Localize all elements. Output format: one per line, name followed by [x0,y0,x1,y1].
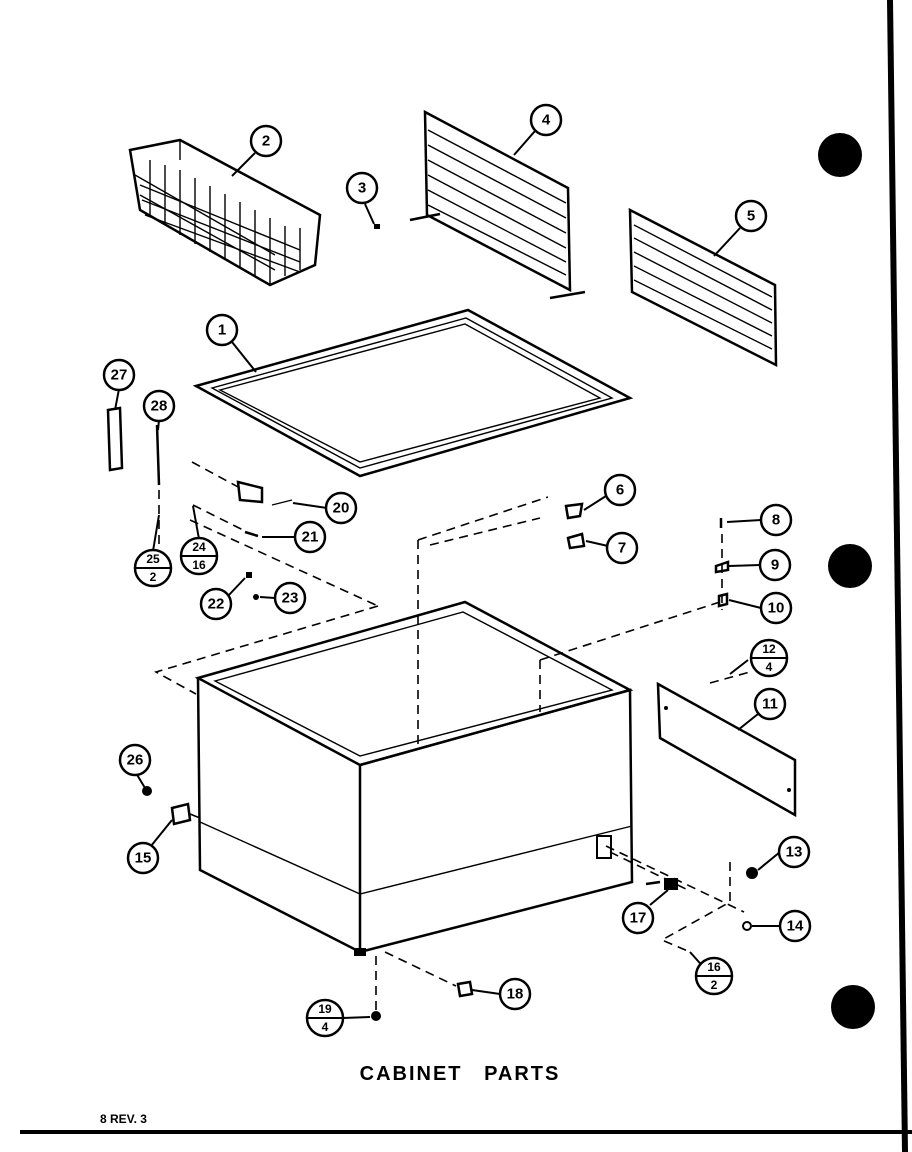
callout-28: 28 [142,389,176,423]
callout-2: 2 [249,124,283,158]
lid-gasket-part [192,308,634,478]
small-clip-part [374,224,380,229]
callout-5: 5 [734,199,768,233]
basket-part [128,138,322,287]
cabinet-body [194,496,723,955]
callout-8: 8 [759,503,793,537]
callout-label-15: 15 [135,850,152,867]
fraction-callout-19-4: 19 4 [305,998,345,1038]
access-panel-part [656,671,797,818]
callout-label-17: 17 [630,910,647,927]
hinge-brackets [564,502,730,608]
fraction-callout-24-16: 24 16 [179,536,219,576]
callout-4: 4 [529,103,563,137]
callout-9: 9 [758,548,792,582]
callout-label-28: 28 [151,398,168,415]
fraction-callout-12-4: 12 4 [749,638,789,678]
callout-label-11: 11 [762,696,778,713]
page-reference: 8 REV. 3 [100,1112,147,1126]
divider-rack-part [409,109,586,300]
fraction-numerator-24: 24 [192,540,206,554]
callout-21: 21 [293,520,327,554]
callout-label-26: 26 [127,752,144,769]
callout-label-2: 2 [262,133,270,150]
fraction-denominator-2: 2 [711,978,718,992]
callout-26: 26 [118,743,152,777]
hinge-hardware [153,461,379,695]
rod-part [155,424,161,486]
fraction-denominator-4: 4 [766,660,773,674]
callout-11: 11 [753,687,787,721]
callout-label-6: 6 [616,482,624,499]
callout-label-4: 4 [542,112,551,129]
callout-label-27: 27 [111,367,128,384]
fraction-numerator-19: 19 [318,1002,332,1016]
callout-label-9: 9 [771,557,779,574]
fraction-numerator-25: 25 [146,552,160,566]
callout-label-20: 20 [333,500,350,517]
callout-20: 20 [324,491,358,525]
leader-lines [114,130,781,1019]
callout-6: 6 [603,473,637,507]
callout-7: 7 [605,531,639,565]
callout-label-5: 5 [747,208,755,225]
callout-label-18: 18 [507,986,524,1003]
back-panel-grille-part [628,207,778,368]
callout-22: 22 [199,587,233,621]
binder-hole-top [818,133,862,177]
callout-3: 3 [345,171,379,205]
callout-label-1: 1 [218,322,226,339]
fraction-numerator-16: 16 [707,960,721,974]
callout-label-23: 23 [282,590,299,607]
callout-14: 14 [778,909,812,943]
fraction-callout-16-2: 16 2 [694,956,734,996]
fraction-numerator-12: 12 [762,642,776,656]
thermostat-knob-part [142,786,201,826]
fraction-denominator-2: 2 [150,570,157,584]
callout-27: 27 [102,358,136,392]
trim-strip-part [106,406,124,472]
callout-label-7: 7 [618,540,626,557]
binder-hole-bottom [831,985,875,1029]
diagram-title: CABINET PARTS [359,1063,561,1085]
callout-17: 17 [621,901,655,935]
callout-label-14: 14 [787,918,804,935]
fraction-callout-25-2: 25 2 [133,548,173,588]
callout-18: 18 [498,977,532,1011]
callout-label-22: 22 [208,596,225,613]
fraction-denominator-4: 4 [322,1020,329,1034]
callout-1: 1 [205,313,239,347]
drain-hardware [354,948,474,1021]
callout-23: 23 [273,581,307,615]
callout-label-13: 13 [786,844,803,861]
binder-hole-middle [828,544,872,588]
switch-hardware [605,845,758,953]
callout-label-3: 3 [358,180,366,197]
callout-10: 10 [759,591,793,625]
callout-13: 13 [777,835,811,869]
callout-label-8: 8 [772,512,780,529]
callout-15: 15 [126,841,160,875]
page-border [20,0,912,1152]
callout-label-10: 10 [768,600,785,617]
fraction-denominator-16: 16 [192,558,206,572]
callout-label-21: 21 [302,529,319,546]
